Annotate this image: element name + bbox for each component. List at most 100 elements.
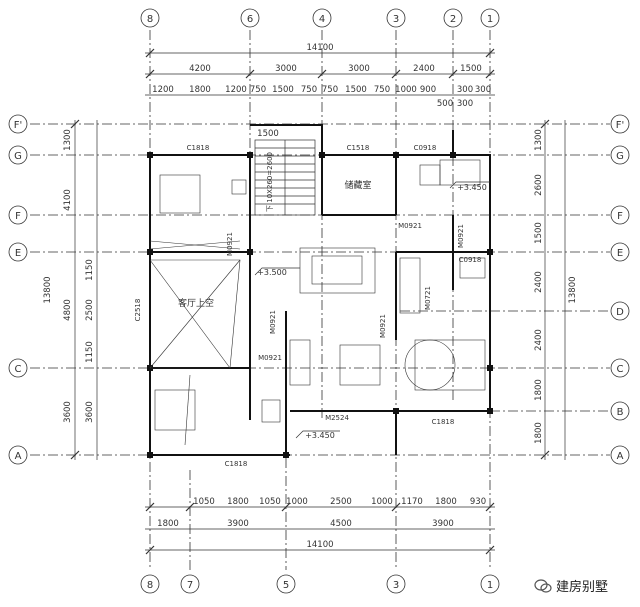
dim-bottom-mid: 3900 <box>432 519 454 529</box>
axis-top-6: 6 <box>247 14 253 25</box>
door-label: M0921 <box>379 314 387 338</box>
dim-bottom-detail: 1170 <box>401 497 423 507</box>
dim-stair: 1500 <box>257 129 279 139</box>
axis-bottom-1: 1 <box>487 580 493 591</box>
dim-left-inner: 1150 <box>85 341 95 363</box>
dim-bottom-detail: 1800 <box>435 497 457 507</box>
dim-top-detail: 300 <box>457 85 473 95</box>
dim-top-detail: 750 <box>322 85 338 95</box>
axis-left-a: A <box>15 451 22 462</box>
dim-top-detail: 900 <box>420 85 436 95</box>
axis-right-fp: F' <box>616 120 625 131</box>
axis-left-e: E <box>15 248 21 259</box>
dim-top-detail: 1200 <box>225 85 247 95</box>
dim-top-mid: 3000 <box>348 64 370 74</box>
stair-label: 下 10X260=2600 <box>266 152 274 212</box>
dim-top-detail: 1500 <box>345 85 367 95</box>
dim-top-detail: 300 <box>475 85 491 95</box>
dim-left-outer: 4100 <box>63 189 73 211</box>
dim-bottom-mid: 1800 <box>157 519 179 529</box>
dim-left-inner: 2500 <box>85 299 95 321</box>
level-mark: +3.450 <box>457 183 487 192</box>
window-label: C2518 <box>134 299 142 322</box>
axis-left-c: C <box>15 364 22 375</box>
dim-bottom-detail: 2500 <box>330 497 352 507</box>
dim-bottom-detail: 1050 <box>193 497 215 507</box>
axis-bottom-5: 5 <box>283 580 289 591</box>
door-label: M2524 <box>325 414 349 422</box>
dim-top-detail: 1500 <box>272 85 294 95</box>
dim-bottom-detail: 1000 <box>286 497 308 507</box>
axis-bottom-8: 8 <box>147 580 153 591</box>
axis-right-b: B <box>617 407 624 418</box>
dim-top-detail: 750 <box>250 85 266 95</box>
axis-left-fp: F' <box>14 120 23 131</box>
dim-right-inner: 1800 <box>534 379 544 401</box>
dim-left-inner: 3600 <box>85 401 95 423</box>
door-label: M0721 <box>424 286 432 310</box>
axis-top-8: 8 <box>147 14 153 25</box>
dim-left-outer: 3600 <box>63 401 73 423</box>
dim-bottom-detail: 930 <box>470 497 486 507</box>
axis-top-2: 2 <box>450 14 456 25</box>
axis-bottom-7: 7 <box>187 580 193 591</box>
dim-top-detail: 750 <box>374 85 390 95</box>
dim-left-inner: 1150 <box>85 259 95 281</box>
dim-bottom-detail: 1800 <box>227 497 249 507</box>
axis-top-1: 1 <box>487 14 493 25</box>
dim-top-detail: 1200 <box>152 85 174 95</box>
dim-top-detail: 1000 <box>395 85 417 95</box>
dim-top-total: 14100 <box>306 43 333 53</box>
door-label: M0921 <box>258 354 282 362</box>
dim-top-mid: 4200 <box>189 64 211 74</box>
axis-right-e: E <box>617 248 623 259</box>
dim-top-detail: 750 <box>301 85 317 95</box>
dim-bottom-detail: 1050 <box>259 497 281 507</box>
door-label: M0921 <box>398 222 422 230</box>
wechat-logo-icon <box>534 578 552 593</box>
dim-top-mid: 3000 <box>275 64 297 74</box>
room-storage: 储藏室 <box>344 179 371 191</box>
axis-left-f: F <box>15 211 21 222</box>
axis-top-4: 4 <box>319 14 325 25</box>
room-living-void: 客厅上空 <box>178 297 214 309</box>
level-mark: +3.500 <box>257 268 287 277</box>
dim-top-small: 300 <box>457 99 473 109</box>
dim-left-outer: 4800 <box>63 299 73 321</box>
dim-right-inner: 2400 <box>534 271 544 293</box>
dim-bottom-total: 14100 <box>306 540 333 550</box>
dim-right-total: 13800 <box>568 276 578 303</box>
dim-left-outer: 1300 <box>63 129 73 151</box>
window-label: C1818 <box>225 460 248 468</box>
dim-right-inner: 1800 <box>534 422 544 444</box>
window-label: C1518 <box>347 144 370 152</box>
dim-top-small: 500 <box>437 99 453 109</box>
dim-bottom-mid: 4500 <box>330 519 352 529</box>
window-label: C1818 <box>187 144 210 152</box>
window-label: C0918 <box>459 256 482 264</box>
dim-right-inner: 1500 <box>534 222 544 244</box>
dim-bottom-mid: 3900 <box>227 519 249 529</box>
dim-top-mid: 1500 <box>460 64 482 74</box>
axis-bottom-3: 3 <box>393 580 399 591</box>
dim-right-inner: 1300 <box>534 129 544 151</box>
axis-right-d: D <box>616 307 624 318</box>
dim-left-total: 13800 <box>43 276 53 303</box>
door-label: M0921 <box>269 310 277 334</box>
dim-right-inner: 2400 <box>534 329 544 351</box>
dim-top-mid: 2400 <box>413 64 435 74</box>
window-label: C0918 <box>414 144 437 152</box>
dim-right-inner: 2600 <box>534 174 544 196</box>
axis-right-f: F <box>617 211 623 222</box>
axis-right-a: A <box>617 451 624 462</box>
dim-bottom-detail: 1000 <box>371 497 393 507</box>
door-label: M0921 <box>457 224 465 248</box>
axis-right-g: G <box>616 151 624 162</box>
dim-top-detail: 1800 <box>189 85 211 95</box>
window-label: C1818 <box>432 418 455 426</box>
door-label: M0921 <box>226 232 234 256</box>
level-mark: +3.450 <box>305 431 335 440</box>
axis-left-g: G <box>14 151 22 162</box>
axis-top-3: 3 <box>393 14 399 25</box>
watermark-text: 建房别墅 <box>556 580 609 595</box>
